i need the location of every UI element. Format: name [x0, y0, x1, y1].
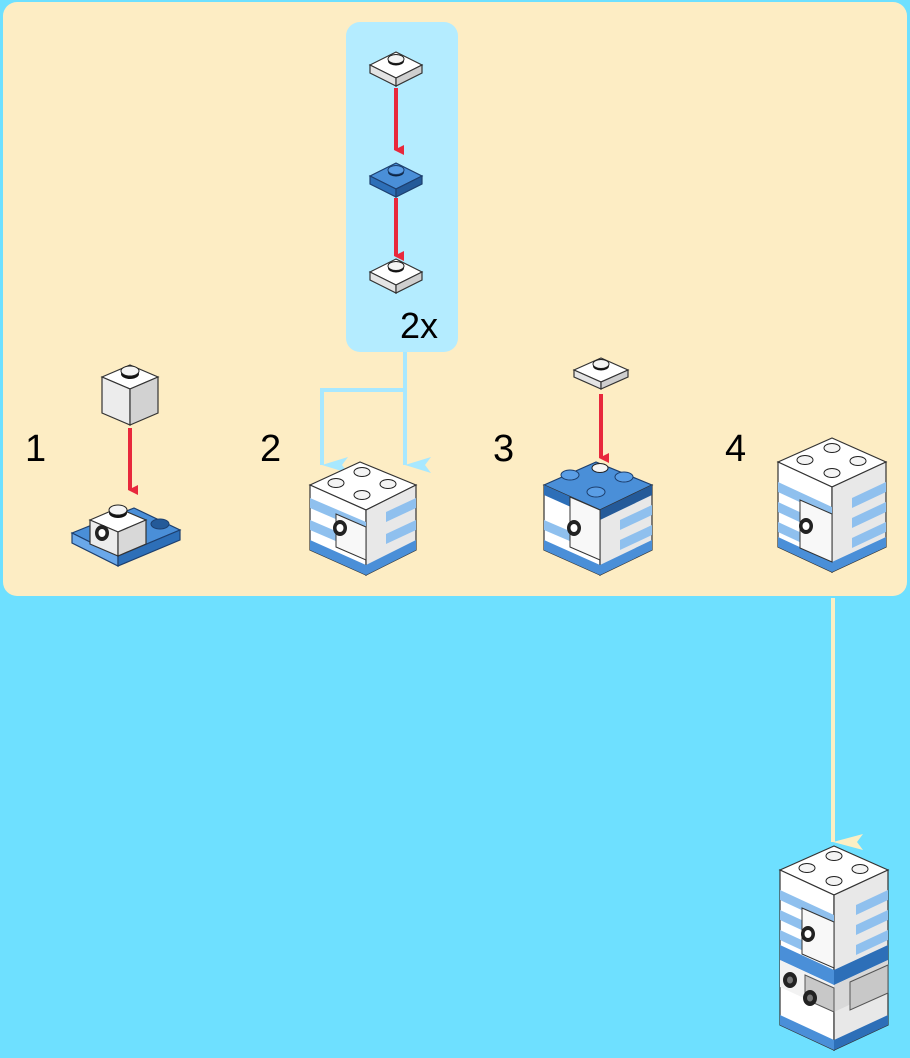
step-4: 4 [725, 428, 888, 573]
step3-plate-white [572, 357, 630, 390]
step-4-number: 4 [725, 428, 746, 470]
final-model [778, 845, 890, 1051]
step1-brick-white [100, 364, 160, 426]
subassembly-callout: 2x [346, 22, 458, 352]
step-2: 2 [260, 428, 418, 576]
step-3: 3 [493, 357, 654, 576]
step-2-number: 2 [260, 428, 281, 470]
sub-plate-white-bottom [368, 258, 424, 294]
subassembly-to-step2-arrows [320, 352, 431, 473]
sub-plate-white-top [368, 51, 424, 87]
step2-model [308, 461, 418, 576]
step4-model [776, 437, 888, 573]
step-3-number: 3 [493, 428, 514, 470]
step-1-number: 1 [25, 428, 46, 470]
step1-base [70, 504, 182, 567]
subassembly-multiplier: 2x [400, 305, 438, 346]
step-1: 1 [25, 364, 182, 567]
sub-plate-blue [368, 162, 424, 198]
branch-arrow-left [320, 352, 407, 473]
step3-model [542, 461, 654, 576]
